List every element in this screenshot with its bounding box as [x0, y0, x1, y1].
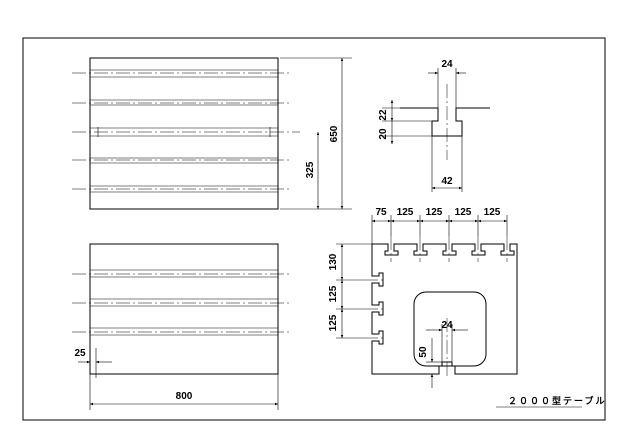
title-caption: ２０００型テーブル	[508, 395, 606, 406]
top-view-slots	[72, 69, 300, 193]
side-view: 75 125 125 125 125 130 125 125 24 50	[328, 207, 518, 388]
dim-slot-bottom-width: 42	[441, 176, 453, 187]
side-view-cutout	[413, 291, 487, 367]
dim-side-2: 125	[328, 314, 339, 331]
dim-pitch-4: 125	[484, 207, 501, 218]
top-view: 650 325	[72, 57, 352, 210]
dim-window-slot-depth: 50	[418, 346, 429, 358]
top-view-outline	[89, 57, 279, 210]
dim-pitch-1: 125	[397, 207, 414, 218]
side-view-outline	[371, 243, 518, 375]
dim-slot-depth-lower: 20	[378, 128, 389, 140]
dim-top-total-height: 650	[329, 125, 340, 142]
dim-pitch-first: 75	[375, 207, 387, 218]
t-slot-detail: 24 22 20 42	[378, 59, 490, 192]
dim-pitch-2: 125	[426, 207, 443, 218]
dim-side-1: 125	[328, 285, 339, 302]
front-view: 25 800	[72, 243, 292, 410]
t-slot-profile	[400, 107, 490, 137]
front-view-outline	[89, 243, 279, 375]
dim-slot-depth-upper: 22	[378, 109, 389, 121]
front-view-slots	[72, 269, 292, 336]
dim-slot-width: 24	[441, 59, 453, 70]
dim-front-width: 800	[176, 391, 193, 402]
dim-window-slot-width: 24	[441, 320, 453, 331]
dim-top-half-height: 325	[305, 161, 316, 178]
dim-pitch-3: 125	[455, 207, 472, 218]
dim-side-first: 130	[328, 253, 339, 270]
drawing-frame	[22, 37, 606, 421]
dim-front-margin: 25	[74, 348, 86, 359]
